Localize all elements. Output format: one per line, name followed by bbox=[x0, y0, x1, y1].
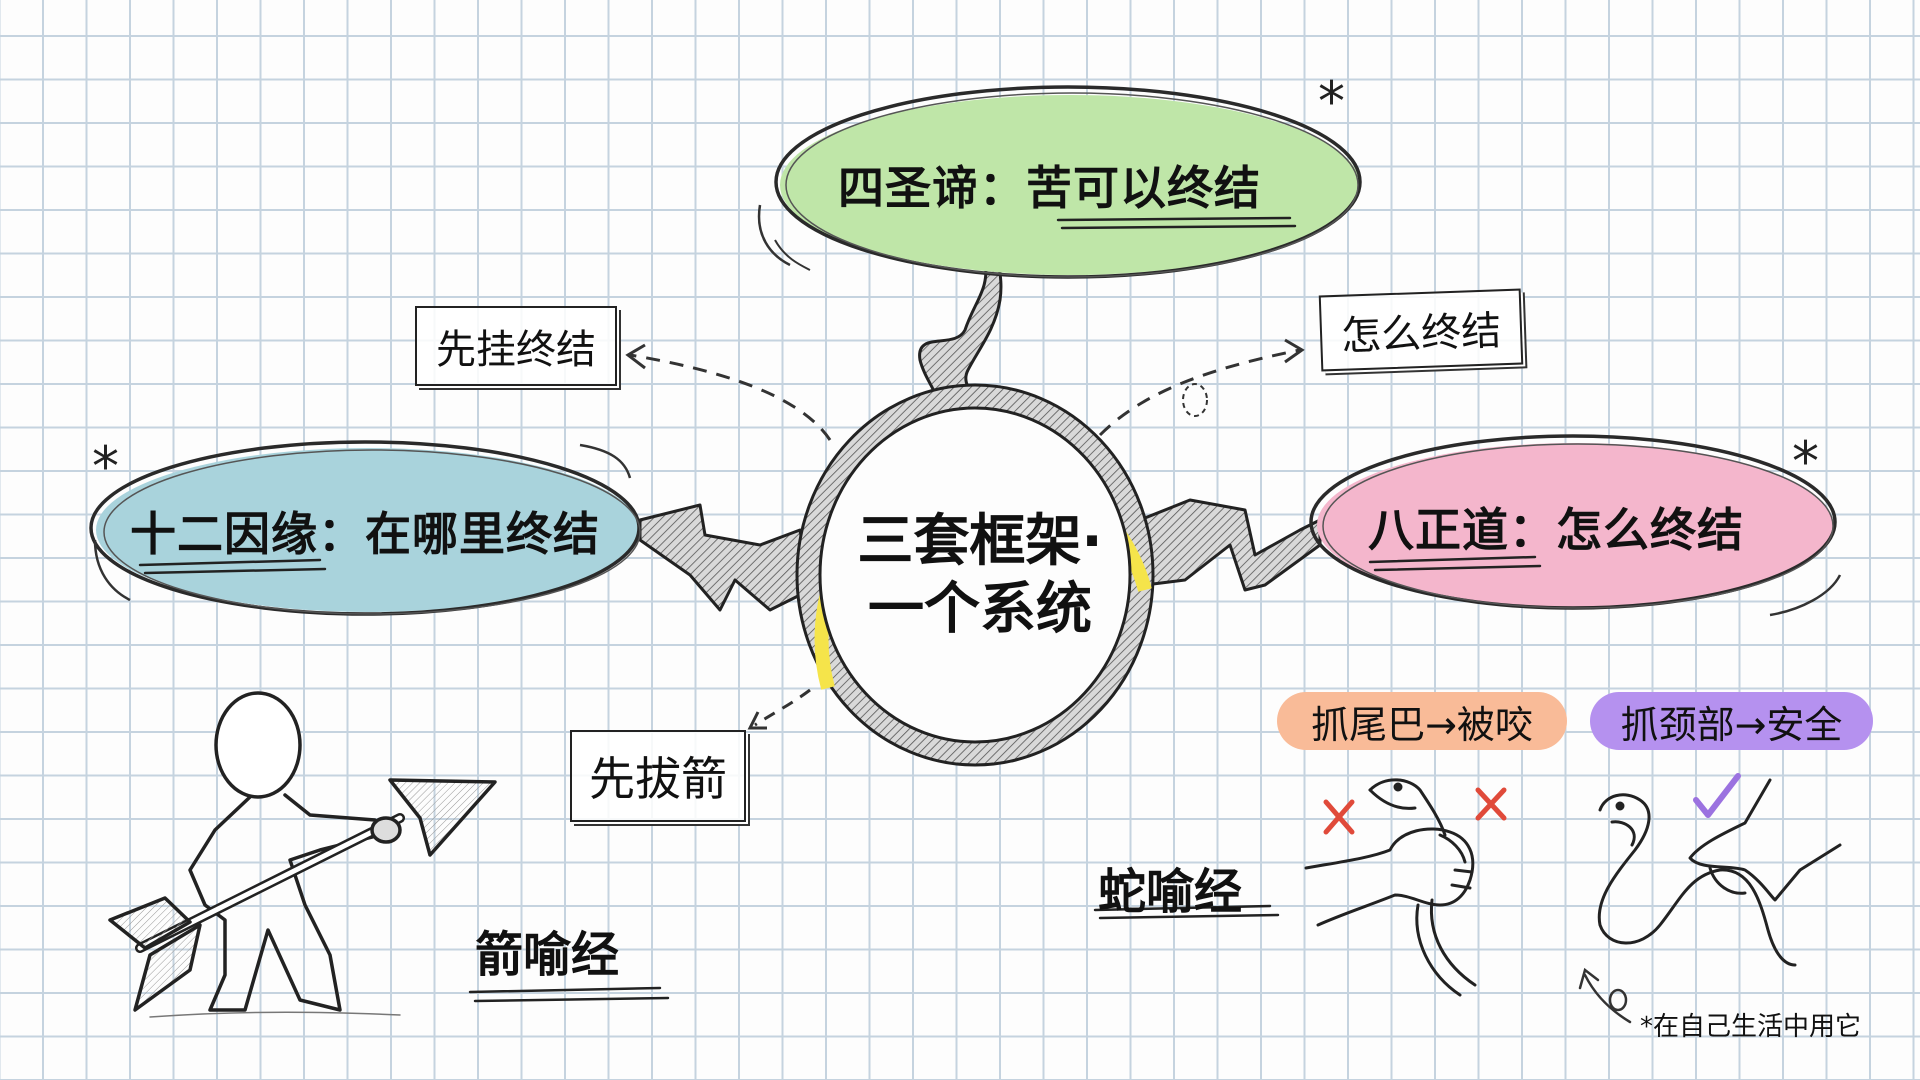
svg-text:*: * bbox=[92, 435, 119, 498]
snake-wrong-pill: 抓尾巴→被咬 bbox=[1277, 692, 1567, 750]
snake-wrong-illustration bbox=[1304, 778, 1477, 997]
svg-text:*: * bbox=[1318, 70, 1345, 133]
framework-eightfold-path-label: 八正道： bbox=[1368, 503, 1556, 557]
callout-pull-arrow-text: 先拔箭 bbox=[589, 752, 727, 806]
callout-how-to-end: 怎么终结 bbox=[1318, 288, 1524, 372]
arrow-figure-illustration bbox=[108, 691, 497, 1018]
framework-eightfold-path: 八正道：怎么终结 bbox=[1368, 494, 1744, 560]
right-connector bbox=[1138, 498, 1322, 592]
callout-how-to-end-text: 怎么终结 bbox=[1340, 308, 1502, 360]
footnote: *在自己生活中用它 bbox=[1640, 1012, 1862, 1042]
snake-right-pill: 抓颈部→安全 bbox=[1590, 692, 1873, 750]
framework-twelve-links-label: 十二因缘： bbox=[130, 507, 365, 561]
check-icon bbox=[1693, 773, 1741, 818]
framework-twelve-links-emphasis: 在哪里终结 bbox=[365, 507, 600, 561]
top-connector bbox=[918, 253, 1003, 422]
framework-eightfold-path-emphasis: 怎么终结 bbox=[1556, 503, 1744, 557]
framework-four-noble-truths: 四圣谛：苦可以终结 bbox=[838, 152, 1261, 218]
snake-sutra-title: 蛇喻经 bbox=[1098, 864, 1243, 920]
center-title: 三套框架· 一个系统 bbox=[835, 508, 1125, 644]
callout-pull-arrow: 先拔箭 bbox=[570, 730, 746, 822]
framework-four-noble-truths-emphasis: 苦可以终结 bbox=[1026, 161, 1261, 215]
callout-hang-ending-text: 先挂终结 bbox=[436, 327, 596, 373]
footnote-arrow-icon bbox=[1578, 967, 1632, 1024]
cross-icon bbox=[1323, 787, 1507, 835]
arrow-sutra-title: 箭喻经 bbox=[475, 927, 620, 983]
svg-text:*: * bbox=[1792, 430, 1819, 493]
framework-twelve-links: 十二因缘：在哪里终结 bbox=[130, 498, 600, 564]
callout-hang-ending: 先挂终结 bbox=[415, 306, 617, 386]
framework-four-noble-truths-label: 四圣谛： bbox=[838, 161, 1026, 215]
snake-right-illustration bbox=[1597, 778, 1842, 967]
left-connector bbox=[638, 503, 812, 612]
center-title-line2: 一个系统 bbox=[868, 577, 1092, 642]
center-title-line1: 三套框架· bbox=[857, 509, 1103, 574]
snake-wrong-pill-text: 抓尾巴→被咬 bbox=[1311, 702, 1533, 747]
snake-right-pill-text: 抓颈部→安全 bbox=[1620, 702, 1843, 747]
